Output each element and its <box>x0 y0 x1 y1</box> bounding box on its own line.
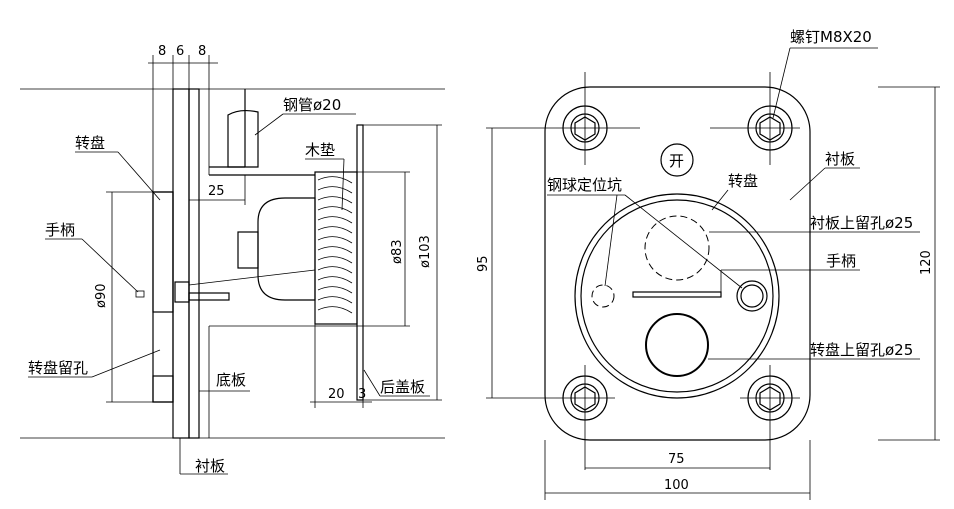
turntable-hole <box>645 313 709 377</box>
knob <box>257 197 316 301</box>
liner-hole-dashed <box>644 215 710 281</box>
label-pipe: 钢管ø20 <box>283 96 341 114</box>
leader-ball-3 <box>624 194 743 289</box>
label-turntable-hole: 转盘上留孔ø25 <box>810 341 913 359</box>
leader-liner-front-2 <box>789 167 826 201</box>
pipe-clip <box>227 109 259 168</box>
back-cover <box>356 124 364 401</box>
leader-hole-2 <box>91 349 161 378</box>
label-liner-side: 衬板 <box>195 457 225 475</box>
leader-wood-2 <box>341 158 345 211</box>
wood-pad <box>314 171 358 325</box>
turntable-hatch-upper <box>152 191 174 313</box>
turntable-hatch-lower <box>152 375 174 403</box>
dim-8-a: 8 <box>158 44 166 59</box>
dim-25: 25 <box>208 184 225 199</box>
ball-dimple-right-outer <box>736 280 768 312</box>
dim-d90: ø90 <box>94 284 109 309</box>
side-view: 8 6 8 25 ø90 ø83 ø103 20 3 转盘 手柄 转盘留孔 钢 <box>20 44 445 475</box>
open-indicator <box>660 143 694 177</box>
label-turntable-side: 转盘 <box>75 134 105 152</box>
leader-ball-2 <box>604 194 618 287</box>
turntable-body <box>152 191 174 403</box>
label-back-cover: 后盖板 <box>380 378 425 396</box>
liner-board <box>172 88 190 439</box>
knob-cap <box>237 231 259 269</box>
front-view: 开 95 120 75 <box>476 28 940 500</box>
label-liner-hole: 衬板上留孔ø25 <box>810 214 913 232</box>
base-plate <box>188 88 200 439</box>
label-turntable-front: 转盘 <box>728 172 758 190</box>
dim-3: 3 <box>358 387 366 402</box>
turntable-outer <box>574 193 780 399</box>
handle-bar <box>632 291 722 298</box>
dim-20: 20 <box>328 387 345 402</box>
wood-grain <box>317 176 353 314</box>
leader-turntable-front <box>711 189 729 211</box>
leader-back-cover-2 <box>363 369 381 397</box>
dim-d103: ø103 <box>418 235 433 268</box>
label-base: 底板 <box>216 371 246 389</box>
handle-hub <box>174 281 190 303</box>
leader-turntable-2 <box>117 151 161 201</box>
dim-d83: ø83 <box>390 240 405 265</box>
label-liner-front: 衬板 <box>825 150 855 168</box>
label-screw: 螺钉M8X20 <box>790 28 872 46</box>
ball-dimple-left <box>591 284 615 308</box>
dim-120: 120 <box>919 250 934 275</box>
dim-100: 100 <box>664 478 689 493</box>
turntable-inner <box>580 199 774 393</box>
leader-screw-2 <box>772 47 791 119</box>
ball-dimple-right-inner <box>740 284 764 308</box>
label-ball: 钢球定位坑 <box>547 176 622 194</box>
dim-75: 75 <box>668 452 685 467</box>
liner-plate <box>544 86 811 441</box>
leader-handle-2 <box>81 238 139 293</box>
screw-centerlines <box>556 72 800 470</box>
label-handle-side: 手柄 <box>45 221 75 239</box>
handle-tip <box>135 290 145 298</box>
dim-8-b: 8 <box>198 44 206 59</box>
handle-rod <box>188 292 230 301</box>
dim-6: 6 <box>176 44 184 59</box>
label-handle-front: 手柄 <box>826 252 856 270</box>
label-wood: 木垫 <box>305 141 335 159</box>
dim-95: 95 <box>476 255 491 272</box>
handle-link-line <box>188 269 316 286</box>
label-hole-side: 转盘留孔 <box>28 359 88 377</box>
leader-pipe-2 <box>254 113 284 136</box>
label-open: 开 <box>669 152 684 170</box>
